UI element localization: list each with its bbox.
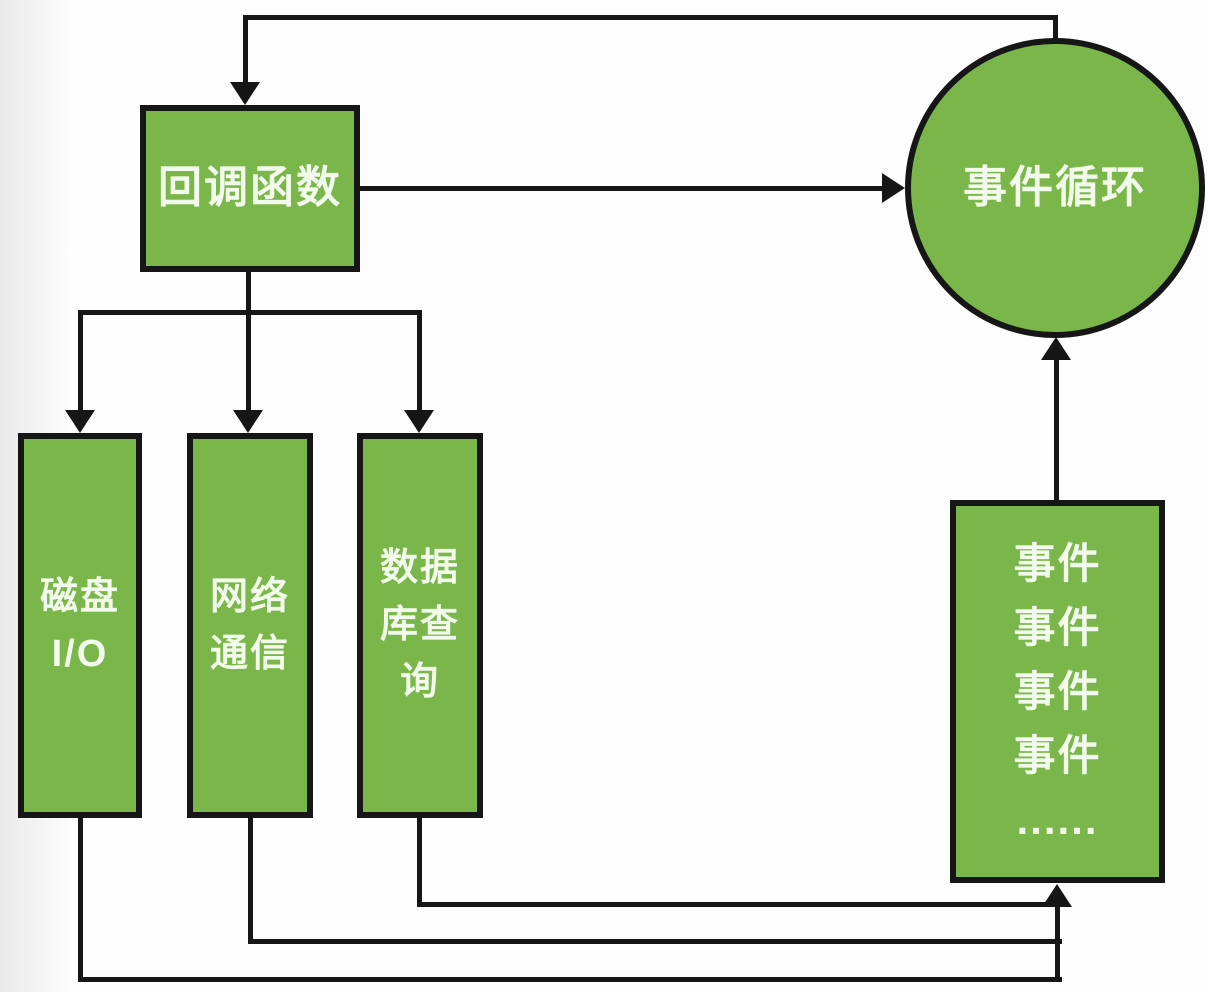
line-event-queue-to-event-loop bbox=[1054, 358, 1059, 502]
line-riser-into-event-queue bbox=[1055, 906, 1060, 982]
event-queue-item-ellipsis: ...... bbox=[1016, 795, 1099, 843]
event-queue-item: 事件 bbox=[1013, 603, 1102, 651]
line-disk-io-down bbox=[78, 816, 83, 982]
event-queue-item: 事件 bbox=[1013, 731, 1102, 779]
disk-io-node: 磁盘 I/O bbox=[18, 433, 142, 818]
arrowhead-into-callback-icon bbox=[230, 82, 260, 105]
event-queue-item: 事件 bbox=[1013, 539, 1102, 587]
line-network-horizontal bbox=[248, 939, 1062, 944]
callback-node: 回调函数 bbox=[140, 105, 360, 272]
arrowhead-into-event-queue-icon bbox=[1042, 884, 1072, 907]
line-drop-to-network bbox=[246, 310, 251, 412]
line-db-query-down bbox=[417, 816, 422, 907]
arrowhead-into-disk-io-icon bbox=[65, 410, 95, 433]
event-queue-node: 事件 事件 事件 事件 ...... bbox=[950, 500, 1165, 883]
event-queue-item: 事件 bbox=[1013, 667, 1102, 715]
line-callback-to-event-loop bbox=[358, 186, 885, 191]
arrowhead-into-event-loop-icon bbox=[882, 173, 905, 203]
arrowhead-into-network-icon bbox=[233, 410, 263, 433]
line-db-query-horizontal bbox=[417, 902, 1062, 907]
event-loop-label: 事件循环 bbox=[963, 162, 1147, 212]
db-query-label-line: 库查 bbox=[379, 604, 460, 646]
line-disk-io-horizontal bbox=[78, 977, 1062, 982]
db-query-label-line: 数据 bbox=[379, 547, 460, 589]
callback-label: 回调函数 bbox=[158, 163, 342, 213]
loop-line-top-horizontal bbox=[243, 15, 1058, 20]
network-label-line: 通信 bbox=[209, 632, 290, 675]
arrowhead-into-db-query-icon bbox=[404, 410, 434, 433]
db-query-label-line: 询 bbox=[399, 661, 440, 703]
loop-line-down-to-callback bbox=[243, 15, 248, 85]
disk-io-label-line: I/O bbox=[51, 632, 109, 675]
line-drop-to-db-query bbox=[417, 310, 422, 412]
db-query-node: 数据 库查 询 bbox=[357, 433, 483, 818]
network-label-line: 网络 bbox=[209, 575, 290, 618]
loop-line-up-from-event-loop bbox=[1053, 15, 1058, 43]
disk-io-label-line: 磁盘 bbox=[39, 575, 120, 618]
line-callback-down bbox=[246, 270, 251, 314]
event-loop-node: 事件循环 bbox=[905, 38, 1205, 338]
arrowhead-into-event-loop-bottom-icon bbox=[1041, 337, 1071, 360]
network-node: 网络 通信 bbox=[187, 433, 313, 818]
line-drop-to-disk-io bbox=[78, 310, 83, 412]
line-network-down bbox=[248, 816, 253, 944]
